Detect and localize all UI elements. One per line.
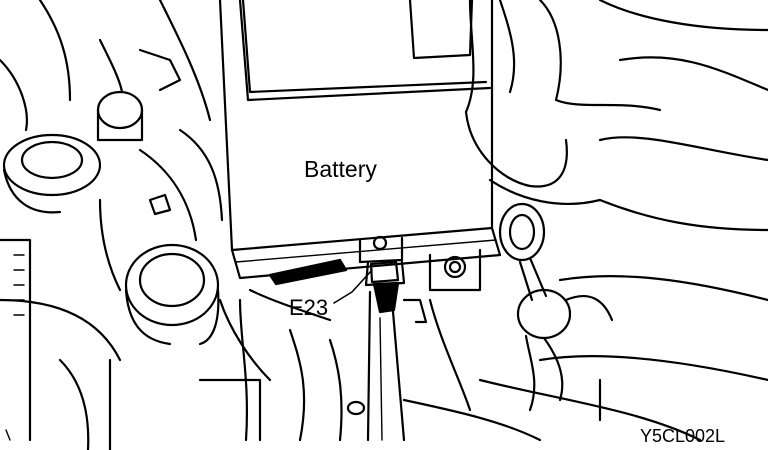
left-components <box>2 38 220 346</box>
lower-right-body <box>402 274 768 442</box>
ground-cable <box>498 202 614 412</box>
battery-terminal <box>358 235 428 442</box>
left-margin-tick <box>5 429 11 441</box>
upper-right-hoses <box>464 0 768 232</box>
battery <box>218 0 502 286</box>
left-hoses <box>0 0 272 450</box>
e23-leader-line <box>333 269 373 304</box>
figure-code-label: Y5CL002L <box>640 426 726 446</box>
connector-e23-label: E23 <box>289 295 329 320</box>
mounting-bolt <box>428 248 482 292</box>
center-cables <box>198 288 366 442</box>
battery-label: Battery <box>304 156 377 182</box>
